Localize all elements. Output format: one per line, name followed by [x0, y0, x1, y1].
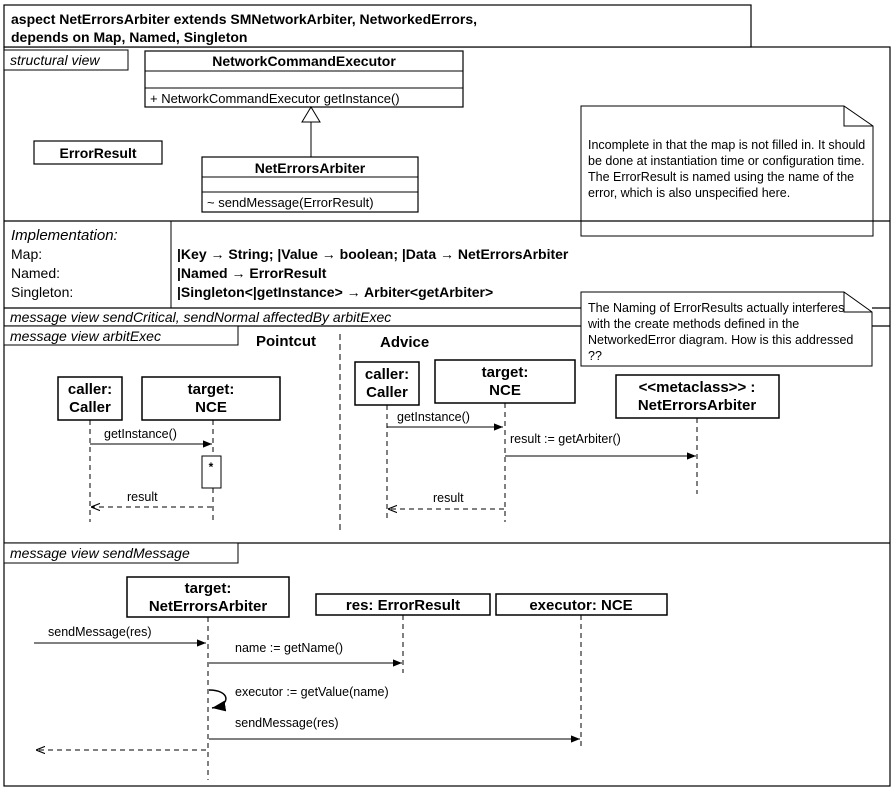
sm-getvalue-label: executor := getValue(name)	[235, 685, 389, 699]
structural-view-label: structural view	[10, 52, 100, 68]
advice-metaclass-label-1: <<metaclass>> :	[639, 379, 756, 396]
nce-class-operation: + NetworkCommandExecutor getInstance()	[150, 91, 400, 106]
pointcut-result-label: result	[127, 490, 158, 504]
error-result-box	[33, 140, 163, 165]
pointcut-target-label-1: target:	[188, 381, 235, 398]
advice-metaclass-box	[615, 374, 780, 419]
send-critical-label: message view sendCritical, sendNormal af…	[10, 309, 391, 325]
sm-target-box	[126, 576, 290, 618]
pointcut-caller-label-2: Caller	[69, 399, 111, 416]
impl-named-label: Named:	[11, 265, 61, 281]
structural-view-tab	[3, 49, 129, 71]
pointcut-target-box	[141, 376, 281, 421]
arbiter-class-name: NetErrorsArbiter	[255, 160, 366, 176]
error-result-label: ErrorResult	[59, 145, 136, 161]
advice-metaclass-label-2: NetErrorsArbiter	[638, 397, 757, 414]
arbit-exec-label: message view arbitExec	[10, 328, 161, 344]
advice-label: Advice	[380, 334, 429, 351]
sm-sendmessage-label: sendMessage(res)	[235, 716, 339, 730]
advice-target-label-2: NCE	[489, 382, 521, 399]
sm-self-call-arrow	[208, 689, 227, 712]
nce-class-name: NetworkCommandExecutor	[212, 53, 396, 69]
impl-singleton-label: Singleton:	[11, 284, 74, 300]
advice-caller-label-1: caller:	[365, 366, 409, 383]
header-box	[3, 4, 752, 48]
pointcut-label: Pointcut	[256, 333, 316, 350]
sm-target-label-2: NetErrorsArbiter	[149, 598, 268, 615]
advice-caller-box	[354, 361, 420, 406]
arbiter-class-operation: ~ sendMessage(ErrorResult)	[207, 195, 374, 210]
inheritance-arrowhead	[301, 106, 321, 123]
advice-target-box	[434, 359, 576, 404]
advice-caller-label-2: Caller	[366, 384, 408, 401]
sm-res-label: res: ErrorResult	[346, 597, 460, 614]
header-line1: aspect NetErrorsArbiter extends SMNetwor…	[11, 11, 477, 27]
impl-named-value: |Named → ErrorResult	[177, 265, 327, 281]
sm-executor-label: executor: NCE	[529, 597, 632, 614]
structural-note-fold	[843, 106, 873, 127]
pointcut-activation-box	[201, 455, 222, 489]
sm-getname-label: name := getName()	[235, 641, 343, 655]
impl-map-label: Map:	[11, 246, 43, 262]
advice-result-label: result	[433, 491, 464, 505]
sm-incoming-label: sendMessage(res)	[48, 625, 152, 639]
implementation-note-text: The Naming of ErrorResults actually inte…	[588, 301, 854, 363]
send-message-tab	[3, 542, 239, 564]
implementation-note	[580, 291, 873, 367]
pointcut-getinstance-label: getInstance()	[104, 427, 177, 441]
send-message-view-label: message view sendMessage	[10, 545, 190, 561]
header-line2: depends on Map, Named, Singleton	[11, 29, 247, 45]
sm-target-label-1: target:	[185, 580, 232, 597]
pointcut-star: *	[209, 460, 214, 474]
advice-getinstance-label: getInstance()	[397, 410, 470, 424]
implementation-note-fold	[843, 292, 872, 313]
impl-map-value: |Key → String; |Value → boolean; |Data →…	[177, 246, 569, 262]
impl-singleton-value: |Singleton<|getInstance> → Arbiter<getAr…	[177, 284, 494, 300]
advice-getarbiter-label: result := getArbiter()	[510, 432, 621, 446]
arbiter-class-box: NetErrorsArbiter ~ sendMessage(ErrorResu…	[201, 156, 419, 213]
arbit-exec-tab	[3, 325, 239, 346]
pointcut-caller-label-1: caller:	[68, 381, 112, 398]
structural-note-text: Incomplete in that the map is not filled…	[588, 138, 866, 200]
structural-note	[580, 105, 874, 237]
pointcut-target-label-2: NCE	[195, 399, 227, 416]
nce-class-box: NetworkCommandExecutor + NetworkCommandE…	[144, 50, 464, 108]
implementation-title: Implementation:	[11, 227, 118, 244]
advice-target-label-1: target:	[482, 364, 529, 381]
